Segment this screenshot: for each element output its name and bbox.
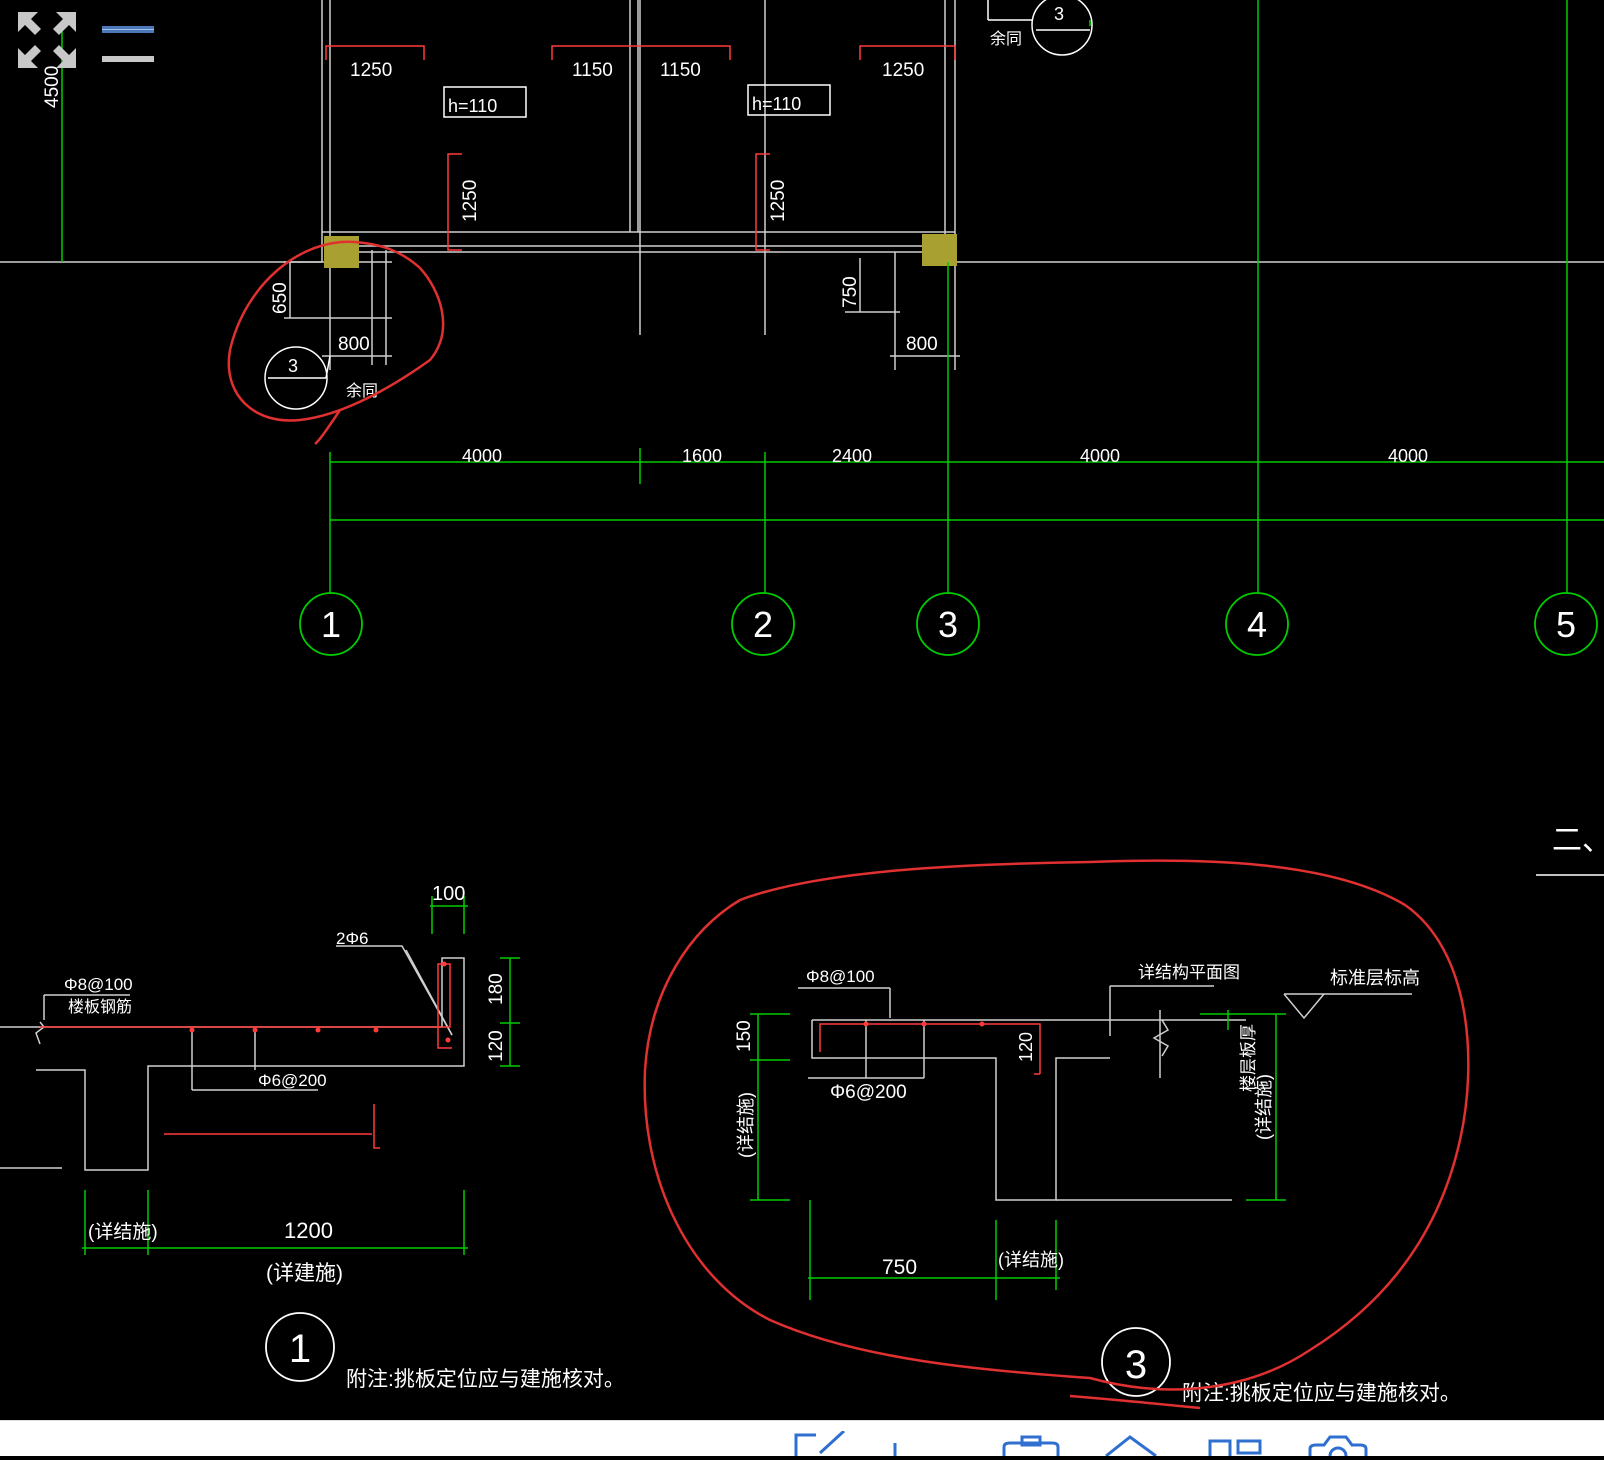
d1-dim-1200-sub: (详建施) (266, 1262, 343, 1285)
grid-icon[interactable] (1206, 1431, 1268, 1460)
d1-note: 附注:挑板定位应与建施核对。 (346, 1368, 625, 1391)
d1-dim-100: 100 (432, 883, 465, 905)
column-right (922, 234, 957, 266)
axis-label-4: 4 (1247, 604, 1267, 645)
d1-dist-label: Φ6@200 (258, 1071, 327, 1090)
viewer-toolbar (14, 8, 164, 72)
axis-label-1: 1 (321, 604, 341, 645)
markup-circle-detail3 (643, 859, 1470, 1410)
d1-dim-120: 120 (486, 1030, 507, 1062)
d3-tag: 3 (1125, 1343, 1147, 1387)
axis-label-3: 3 (938, 604, 958, 645)
dim-vert-2: 1250 (768, 180, 789, 222)
camera-icon[interactable] (1306, 1431, 1368, 1460)
d1-dim-left: (详结施) (88, 1221, 158, 1243)
d3-note: 附注:挑板定位应与建施核对。 (1182, 1382, 1461, 1405)
d3-dim-bottom-sub: (详结施) (998, 1250, 1064, 1270)
d3-dim-750: 750 (882, 1256, 917, 1279)
axis-spacing-4: 4000 (1080, 446, 1120, 466)
partial-heading: 二、 (1552, 824, 1604, 857)
briefcase-icon[interactable] (1000, 1431, 1062, 1456)
d3-ref-label: 详结构平面图 (1138, 963, 1240, 982)
d3-rebar-label: Φ8@100 (806, 967, 875, 986)
detail-ref-left-num: 3 (288, 356, 298, 376)
axis-spacing-1: 4000 (462, 446, 502, 466)
dim-beam-right: 800 (906, 334, 938, 355)
d3-level-label: 标准层标高 (1330, 968, 1420, 988)
d3-dim-120: 120 (1016, 1032, 1036, 1062)
dim-top-2: 1150 (572, 60, 613, 81)
d1-dim-1200: 1200 (284, 1218, 333, 1243)
add-icon[interactable] (880, 1431, 957, 1456)
detail-ref-top-num: 3 (1054, 4, 1064, 24)
slab-tag-1: h=110 (448, 96, 497, 116)
d3-dim-150: 150 (734, 1020, 755, 1052)
dim-top-1: 1250 (350, 60, 392, 81)
detail-ref-left-note: 余同 (346, 381, 378, 400)
dim-vert-4500: 4500 (42, 66, 63, 108)
d1-rebar-label: Φ8@100 (64, 975, 133, 994)
axis-spacing-5: 4000 (1388, 446, 1428, 466)
bottom-toolbar (0, 1420, 1604, 1460)
axis-label-2: 2 (753, 604, 773, 645)
cad-canvas: 1250 1150 1150 1250 h=110 h=110 1250 125… (0, 0, 1604, 1410)
menu-icon[interactable] (100, 18, 156, 63)
markup-circle-corner (227, 240, 445, 445)
dim-top-3: 1150 (660, 60, 701, 81)
edit-icon[interactable] (790, 1429, 852, 1456)
d3-slabthick-label: 楼层板厚 (1239, 1024, 1258, 1092)
dim-vert-650: 650 (270, 282, 291, 314)
d3-dim-right-sub: (详结施) (1254, 1074, 1274, 1140)
d1-slab-label: 楼板钢筋 (68, 998, 132, 1016)
dim-top-4: 1250 (882, 60, 924, 81)
d1-dim-180: 180 (486, 973, 507, 1005)
detail-ref-top-note: 余同 (990, 29, 1022, 48)
slab-tag-2: h=110 (752, 94, 801, 114)
fullscreen-icon[interactable] (14, 8, 80, 72)
d3-dim-left-sub: (详结施) (736, 1092, 756, 1158)
dim-vert-750: 750 (840, 276, 861, 308)
d1-bar-2phi6: 2Φ6 (336, 929, 368, 948)
axis-label-5: 5 (1556, 604, 1576, 645)
dim-vert-1: 1250 (460, 180, 481, 222)
d3-dist-label: Φ6@200 (830, 1082, 907, 1103)
home-icon[interactable] (1100, 1431, 1162, 1458)
d1-tag: 1 (289, 1327, 311, 1371)
axis-spacing-2: 1600 (682, 446, 722, 466)
cad-drawing-viewer[interactable]: 1250 1150 1150 1250 h=110 h=110 1250 125… (0, 0, 1604, 1420)
dim-beam-left: 800 (338, 334, 370, 355)
axis-spacing-3: 2400 (832, 446, 872, 466)
